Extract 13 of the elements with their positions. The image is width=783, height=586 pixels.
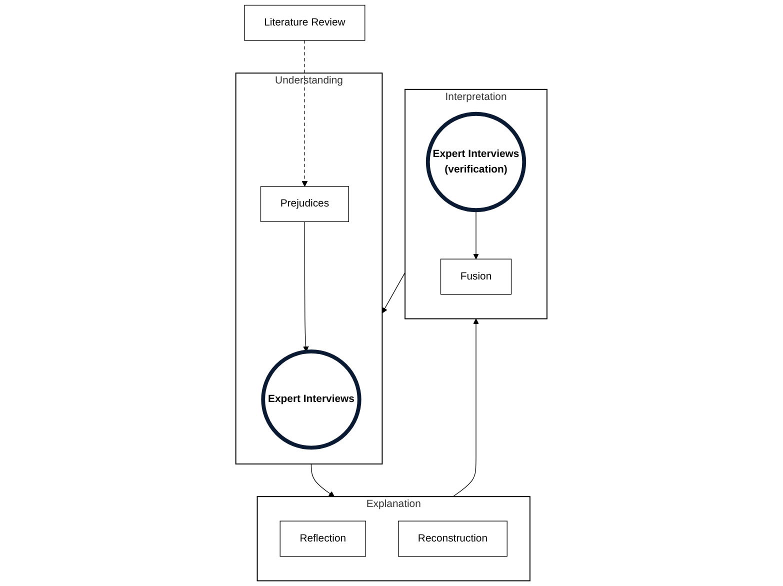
arrow	[452, 318, 479, 497]
arrow	[473, 210, 479, 260]
arrow	[382, 272, 406, 314]
node-box: Prejudices	[260, 186, 350, 222]
arrow	[302, 40, 308, 187]
node-box: Reflection	[280, 520, 366, 557]
node-box: Literature Review	[244, 4, 366, 41]
node-box: Fusion	[440, 258, 512, 295]
arrow	[311, 464, 335, 497]
node-circle: Expert Interviews (verification)	[426, 112, 526, 212]
node-circle: Expert Interviews	[261, 349, 362, 450]
node-box: Reconstruction	[398, 520, 508, 557]
arrow	[303, 221, 309, 352]
